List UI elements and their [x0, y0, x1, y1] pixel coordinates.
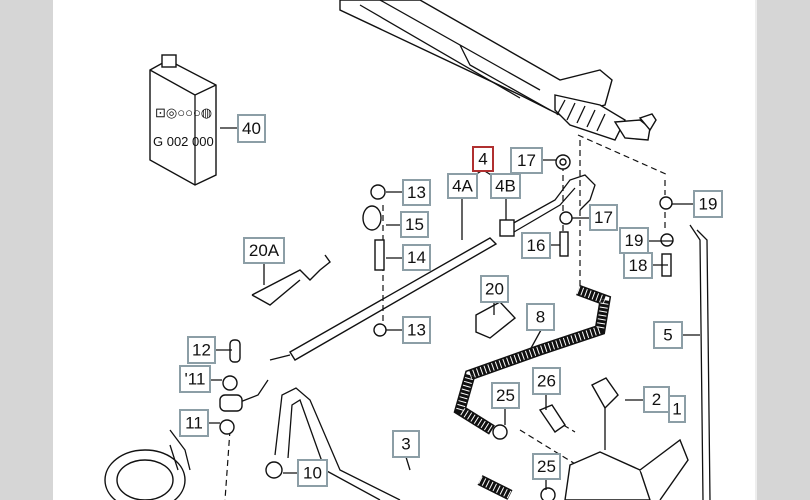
oil-can-text: G 002 000	[153, 134, 214, 149]
callout-4a[interactable]: 4A	[447, 173, 478, 199]
svg-text:11: 11	[185, 414, 203, 433]
svg-text:16: 16	[527, 236, 546, 255]
svg-text:20A: 20A	[249, 241, 280, 260]
callout-20[interactable]: 20	[480, 275, 509, 303]
svg-text:10: 10	[303, 464, 322, 483]
callout-8[interactable]: 8	[526, 303, 555, 331]
svg-text:4A: 4A	[452, 177, 473, 196]
svg-text:8: 8	[536, 308, 545, 327]
oil-can-g002000: ⊡◎○○○◍ G 002 000	[149, 54, 217, 186]
callout-2[interactable]: 2	[643, 386, 670, 413]
callout-12[interactable]: 12	[187, 336, 216, 364]
leader-lines	[208, 127, 700, 490]
small-parts	[104, 154, 689, 500]
callout-4[interactable]: 4	[472, 146, 494, 172]
svg-text:18: 18	[629, 256, 648, 275]
callout-17[interactable]: 17	[589, 204, 618, 231]
callout-18[interactable]: 18	[623, 252, 653, 279]
callout-17[interactable]: 17	[510, 147, 543, 174]
callout-13[interactable]: 13	[402, 179, 431, 206]
callout-25[interactable]: 25	[532, 453, 561, 480]
svg-text:20: 20	[485, 280, 504, 299]
svg-text:13: 13	[407, 321, 426, 340]
svg-text:14: 14	[407, 248, 426, 267]
svg-text:'11: '11	[185, 370, 206, 389]
callout-19[interactable]: 19	[693, 190, 723, 218]
callout-13[interactable]: 13	[402, 316, 431, 344]
callout-5[interactable]: 5	[653, 321, 683, 349]
oil-can-logo: ⊡◎○○○◍	[155, 105, 212, 120]
callout-3[interactable]: 3	[392, 430, 420, 458]
callout-40[interactable]: 40	[237, 114, 266, 143]
page-edge	[755, 0, 757, 500]
callout-10[interactable]: 10	[297, 459, 328, 487]
svg-text:17: 17	[517, 151, 536, 170]
callout-4b[interactable]: 4B	[490, 173, 521, 199]
svg-text:25: 25	[537, 457, 556, 476]
callout-1[interactable]: 1	[668, 395, 686, 423]
svg-text:4B: 4B	[495, 177, 516, 196]
callout-19[interactable]: 19	[619, 227, 649, 254]
svg-text:26: 26	[537, 372, 556, 391]
callout-16[interactable]: 16	[521, 232, 551, 259]
callout-11[interactable]: '11	[179, 365, 211, 393]
callout-20a[interactable]: 20A	[243, 237, 285, 264]
callout-25[interactable]: 25	[491, 382, 520, 409]
callout-26[interactable]: 26	[532, 367, 561, 395]
svg-text:5: 5	[663, 326, 672, 345]
svg-text:25: 25	[496, 386, 515, 405]
svg-text:2: 2	[652, 390, 661, 409]
steering-rack	[339, 0, 669, 176]
callout-15[interactable]: 15	[400, 211, 429, 238]
svg-text:1: 1	[672, 400, 681, 419]
svg-text:17: 17	[594, 208, 613, 227]
hoses	[224, 140, 711, 500]
callout-11[interactable]: 11	[179, 409, 209, 437]
callout-14[interactable]: 14	[402, 244, 431, 271]
svg-text:13: 13	[407, 183, 426, 202]
svg-text:19: 19	[699, 195, 718, 214]
svg-text:12: 12	[192, 341, 211, 360]
svg-text:19: 19	[625, 231, 644, 250]
svg-text:40: 40	[242, 119, 261, 138]
svg-text:4: 4	[478, 150, 487, 169]
svg-text:15: 15	[405, 215, 424, 234]
svg-text:3: 3	[401, 435, 410, 454]
